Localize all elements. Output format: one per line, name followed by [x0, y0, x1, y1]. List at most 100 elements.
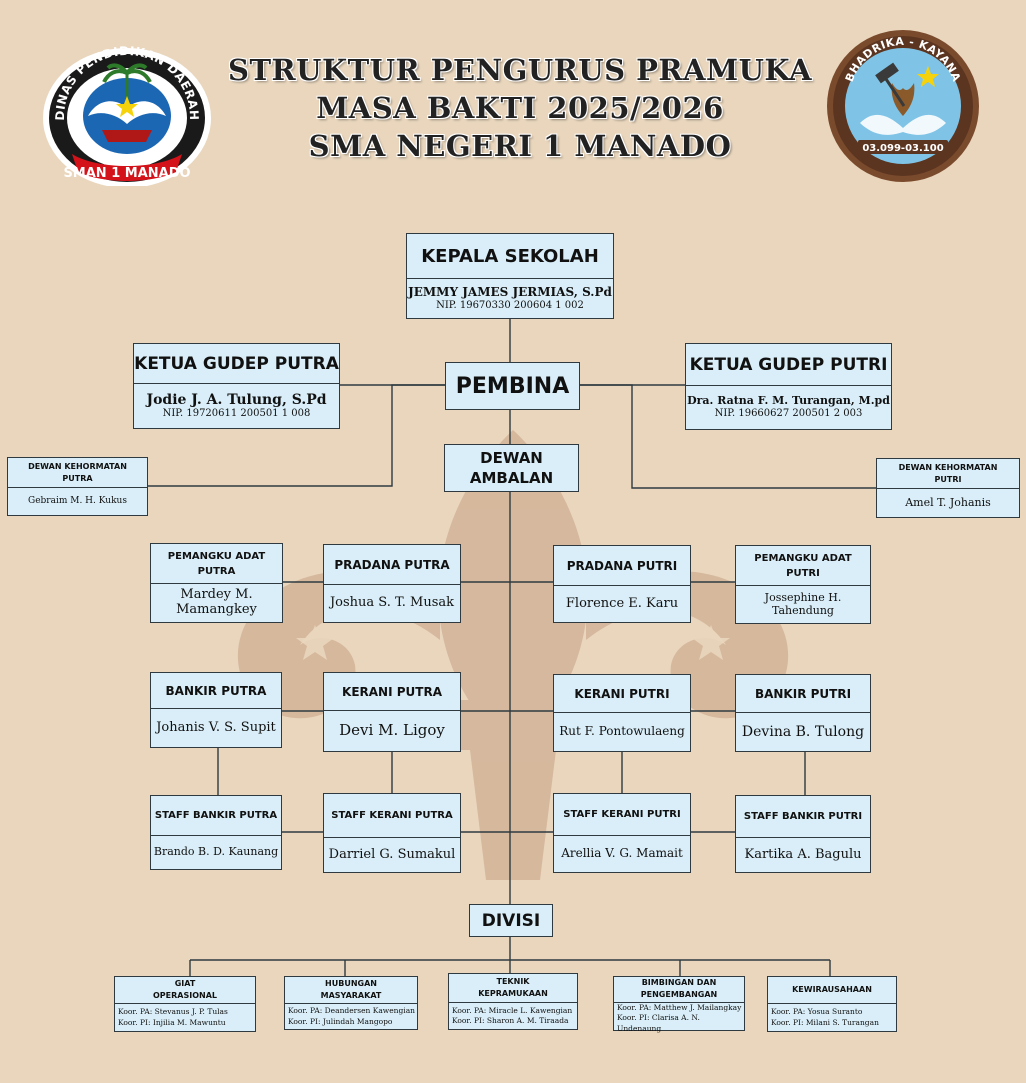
staff-kerani-putra-title: STAFF KERANI PUTRA — [324, 794, 460, 838]
division-title-line2: OPERASIONAL — [152, 991, 217, 1000]
pemangku-adat-putra-title: PEMANGKU ADAT PUTRA — [151, 544, 282, 584]
division-koor-pa: Koor. PA: Deandersen Kawengian — [288, 1006, 415, 1015]
bankir-putri-box: BANKIR PUTRI Devina B. Tulong — [735, 674, 871, 752]
dewan-ambalan-title-line2: AMBALAN — [469, 469, 554, 487]
pemangku-adat-putri-title: PEMANGKU ADAT PUTRI — [736, 546, 870, 586]
kepala-sekolah-name: JEMMY JAMES JERMIAS, S.Pd — [408, 284, 612, 299]
division-coordinators: Koor. PA: Yosua Suranto Koor. PI: Milani… — [768, 1004, 896, 1031]
staff-kerani-putri-box: STAFF KERANI PUTRI Arellia V. G. Mamait — [553, 793, 691, 873]
pemangku-adat-putra-name: Mardey M. Mamangkey — [151, 584, 282, 622]
division-koor-pi: Koor. PI: Milani S. Turangan — [771, 1017, 879, 1027]
bhadrika-kayana-logo: BHADRIKA - KAYANA 03.099-03.100 — [827, 30, 979, 182]
ketua-gudep-putra-body: Jodie J. A. Tulung, S.Pd NIP. 19720611 2… — [134, 384, 339, 428]
division-title: TEKNIK KEPRAMUKAAN — [449, 974, 577, 1003]
staff-bankir-putra-name: Brando B. D. Kaunang — [153, 845, 279, 859]
dewan-kehormatan-putri-name: Amel T. Johanis — [905, 495, 991, 509]
kepala-sekolah-nip: NIP. 19670330 200604 1 002 — [436, 299, 584, 311]
staff-bankir-putri-name: Kartika A. Bagulu — [744, 846, 862, 862]
kerani-putri-name: Rut F. Pontowulaeng — [559, 724, 685, 739]
staff-bankir-putri-title: STAFF BANKIR PUTRI — [736, 796, 870, 838]
staff-kerani-putri-title: STAFF KERANI PUTRI — [554, 794, 690, 836]
division-title: GIAT OPERASIONAL — [115, 977, 255, 1004]
kerani-putri-title: KERANI PUTRI — [554, 675, 690, 713]
kepala-sekolah-title: KEPALA SEKOLAH — [407, 234, 613, 279]
dewan-kehormatan-putra-name: Gebraim M. H. Kukus — [28, 496, 127, 507]
dinas-pendidikan-logo: DINAS PENDIDIKAN DAERAH SMAN 1 MANADO — [43, 44, 211, 186]
ketua-gudep-putra-box: KETUA GUDEP PUTRA Jodie J. A. Tulung, S.… — [133, 343, 340, 429]
kepala-sekolah-box: KEPALA SEKOLAH JEMMY JAMES JERMIAS, S.Pd… — [406, 233, 614, 319]
division-title-line2: KEPRAMUKAAN — [478, 989, 548, 998]
dewan-ambalan-box: DEWAN AMBALAN — [444, 444, 579, 492]
pradana-putra-name: Joshua S. T. Musak — [329, 595, 455, 611]
staff-bankir-putri-box: STAFF BANKIR PUTRI Kartika A. Bagulu — [735, 795, 871, 873]
pemangku-adat-putri-name-line1: Jossephine H. — [764, 590, 842, 604]
pemangku-adat-putri-name: Jossephine H. Tahendung — [736, 586, 870, 623]
pemangku-adat-putra-box: PEMANGKU ADAT PUTRA Mardey M. Mamangkey — [150, 543, 283, 623]
pemangku-adat-putri-name-line2: Tahendung — [772, 603, 834, 617]
division-title-line1: GIAT — [174, 978, 196, 988]
dewan-kehormatan-putri-title: DEWAN KEHORMATAN PUTRI — [877, 459, 1019, 489]
division-title-line2: PENGEMBANGAN — [640, 990, 718, 1000]
page-title-line-2: MASA BAKTI 2025/2026 — [316, 91, 724, 125]
divisi-title: DIVISI — [481, 910, 541, 931]
ketua-gudep-putri-title: KETUA GUDEP PUTRI — [686, 344, 891, 386]
division-teknik-kepramukaan-box: TEKNIK KEPRAMUKAAN Koor. PA: Miracle L. … — [448, 973, 578, 1030]
bankir-putra-title: BANKIR PUTRA — [151, 673, 281, 709]
dewan-ambalan-title: DEWAN AMBALAN — [445, 445, 578, 491]
division-koor-pi: Koor. PI: Sharon A. M. Tiraada — [452, 1016, 569, 1025]
division-giat-operasional-box: GIAT OPERASIONAL Koor. PA: Stevanus J. P… — [114, 976, 256, 1032]
staff-kerani-putra-box: STAFF KERANI PUTRA Darriel G. Sumakul — [323, 793, 461, 873]
ketua-gudep-putra-name: Jodie J. A. Tulung, S.Pd — [146, 392, 327, 409]
pradana-putri-name: Florence E. Karu — [565, 595, 679, 611]
pradana-putra-title: PRADANA PUTRA — [324, 545, 460, 585]
pemangku-adat-putri-title-line2: PUTRI — [786, 567, 820, 579]
dewan-kehormatan-putra-box: DEWAN KEHORMATAN PUTRA Gebraim M. H. Kuk… — [7, 457, 148, 516]
kerani-putri-box: KERANI PUTRI Rut F. Pontowulaeng — [553, 674, 691, 752]
ketua-gudep-putri-box: KETUA GUDEP PUTRI Dra. Ratna F. M. Turan… — [685, 343, 892, 430]
pemangku-adat-putri-box: PEMANGKU ADAT PUTRI Jossephine H. Tahend… — [735, 545, 871, 624]
division-title-line1: HUBUNGAN — [325, 978, 377, 988]
dewan-kehormatan-putra-title: DEWAN KEHORMATAN PUTRA — [8, 458, 147, 488]
staff-bankir-putra-title: STAFF BANKIR PUTRA — [151, 796, 281, 836]
dewan-kehormatan-putri-title-line1: DEWAN KEHORMATAN — [898, 462, 998, 472]
division-koor-pi: Koor. PI: Clarisa A. N. Undenaung — [617, 1013, 700, 1033]
pemangku-adat-putra-title-line2: PUTRA — [197, 565, 236, 577]
logo-right-code-text: 03.099-03.100 — [862, 143, 943, 154]
page-title-line-3: SMA NEGERI 1 MANADO — [308, 129, 732, 163]
dewan-ambalan-title-line1: DEWAN — [480, 448, 543, 467]
division-koor-pa: Koor. PA: Matthew J. Mailangkay — [617, 1002, 742, 1012]
division-title: BIMBINGAN DAN PENGEMBANGAN — [614, 977, 744, 1003]
pemangku-adat-putri-title-line1: PEMANGKU ADAT — [754, 552, 852, 564]
ketua-gudep-putra-title: KETUA GUDEP PUTRA — [134, 344, 339, 384]
bankir-putra-box: BANKIR PUTRA Johanis V. S. Supit — [150, 672, 282, 748]
division-koor-pa: Koor. PA: Yosua Suranto — [771, 1007, 863, 1016]
division-koor-pa: Koor. PA: Miracle L. Kawengian — [452, 1005, 573, 1015]
pembina-title: PEMBINA — [455, 373, 570, 399]
pembina-box: PEMBINA — [445, 362, 580, 410]
dewan-kehormatan-putri-title-line2: PUTRI — [934, 474, 962, 484]
pradana-putri-box: PRADANA PUTRI Florence E. Karu — [553, 545, 691, 623]
division-bimbingan-pengembangan-box: BIMBINGAN DAN PENGEMBANGAN Koor. PA: Mat… — [613, 976, 745, 1033]
pemangku-adat-putra-name-line1: Mardey M. — [180, 587, 253, 603]
ketua-gudep-putri-body: Dra. Ratna F. M. Turangan, M.pd NIP. 196… — [686, 386, 891, 429]
division-title-line1: BIMBINGAN DAN — [641, 978, 717, 987]
division-coordinators: Koor. PA: Stevanus J. P. Tulas Koor. PI:… — [115, 1004, 255, 1031]
ketua-gudep-putri-name: Dra. Ratna F. M. Turangan, M.pd — [687, 394, 890, 408]
division-title-line2: MASYARAKAT — [320, 991, 382, 1000]
bankir-putri-name: Devina B. Tulong — [741, 723, 865, 740]
division-coordinators: Koor. PA: Miracle L. Kawengian Koor. PI:… — [449, 1003, 577, 1029]
division-title: KEWIRAUSAHAAN — [768, 977, 896, 1004]
division-koor-pi: Koor. PI: Julindah Mangopo — [288, 1016, 393, 1026]
division-coordinators: Koor. PA: Matthew J. Mailangkay Koor. PI… — [614, 1003, 744, 1035]
staff-kerani-putri-name: Arellia V. G. Mamait — [561, 846, 683, 861]
bankir-putri-title: BANKIR PUTRI — [736, 675, 870, 713]
ketua-gudep-putri-nip: NIP. 19660627 200501 2 003 — [714, 408, 863, 420]
kerani-putra-title: KERANI PUTRA — [324, 673, 460, 711]
division-title-line1: TEKNIK — [496, 976, 530, 986]
page-title-line-1: STRUKTUR PENGURUS PRAMUKA — [228, 53, 812, 87]
division-koor-pi: Koor. PI: Injilia M. Mawuntu — [118, 1017, 226, 1027]
kerani-putra-name: Devi M. Ligoy — [339, 721, 445, 740]
pradana-putri-title: PRADANA PUTRI — [554, 546, 690, 586]
staff-bankir-putra-box: STAFF BANKIR PUTRA Brando B. D. Kaunang — [150, 795, 282, 870]
logo-left-banner-text: SMAN 1 MANADO — [63, 166, 190, 181]
